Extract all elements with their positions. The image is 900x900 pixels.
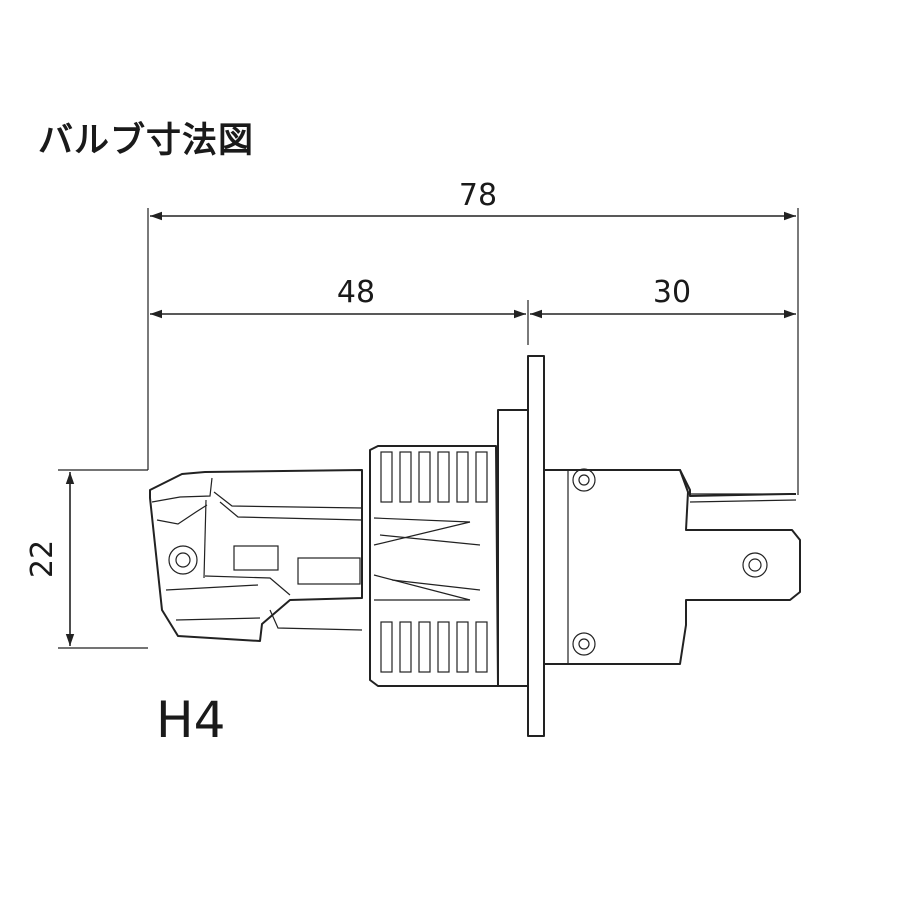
dimension-label-body: 48 <box>337 275 375 310</box>
dimension-label-terminal: 30 <box>653 275 691 310</box>
dimension-body: 48 <box>150 275 526 319</box>
dimension-label-height: 22 <box>25 540 60 578</box>
bulb-outline <box>149 355 801 737</box>
dimension-total: 78 <box>150 178 796 221</box>
dimension-height: 22 <box>25 472 75 646</box>
diagram-title: バルブ寸法図 <box>38 121 255 161</box>
dimension-label-total: 78 <box>459 178 497 213</box>
dimension-terminal: 30 <box>530 275 796 319</box>
extension-lines <box>58 208 799 649</box>
model-label: H4 <box>156 691 225 749</box>
